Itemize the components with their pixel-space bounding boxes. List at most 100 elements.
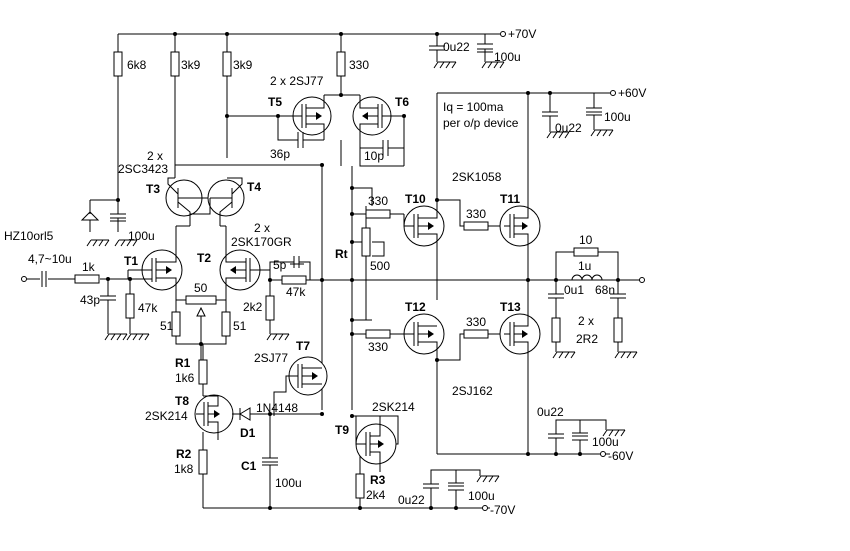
junction-dots xyxy=(106,32,620,510)
svg-text:43p: 43p xyxy=(80,293,100,307)
transistor-t4: T4 xyxy=(207,177,261,226)
resistor-330-top: 330 xyxy=(336,34,369,95)
cap-0u22-top: 0u22 xyxy=(429,34,470,69)
label-t5: T5 xyxy=(268,95,282,109)
resistor-r1: R1 1k6 xyxy=(175,344,208,396)
svg-text:50: 50 xyxy=(194,281,208,295)
label-2r2-count: 2 x xyxy=(578,314,594,328)
svg-text:0u22: 0u22 xyxy=(398,493,425,507)
resistor-51-a: 51 xyxy=(160,300,201,345)
label-t7-part: 2SJ77 xyxy=(254,351,288,365)
label-t3: T3 xyxy=(146,182,160,196)
svg-text:0u1: 0u1 xyxy=(564,283,584,297)
resistor-3k9-b: 3k9 xyxy=(222,34,253,158)
transistor-t7: T7 2SJ77 xyxy=(254,339,328,416)
wire-t3t4-bases xyxy=(190,198,211,215)
label-t9-part: 2SK214 xyxy=(372,400,415,414)
label-r1: R1 xyxy=(175,356,191,370)
svg-text:330: 330 xyxy=(368,194,388,208)
rail-neg60: -60V xyxy=(600,449,633,463)
rail-label-neg60: -60V xyxy=(608,449,633,463)
resistor-330-t12: 330 xyxy=(352,329,404,354)
output-terminal[interactable] xyxy=(639,277,645,283)
input-terminal[interactable] xyxy=(21,276,27,282)
label-t11: T11 xyxy=(500,192,520,206)
label-t12: T12 xyxy=(405,300,426,314)
cap-0u22-neg60: 0u22 xyxy=(537,405,626,454)
label-d1: D1 xyxy=(240,426,256,440)
cap-10p: 10p xyxy=(359,140,404,163)
transistor-t8: T8 2SK214 xyxy=(145,394,234,440)
resistor-330-t10: 330 xyxy=(352,194,404,219)
cap-68n: 68n xyxy=(595,280,626,312)
transistor-t12: T12 xyxy=(403,300,445,454)
rail-label-pos60: +60V xyxy=(618,86,646,100)
label-rt: Rt xyxy=(335,247,348,261)
transistor-t3: T3 xyxy=(146,177,210,226)
svg-text:4,7~10u: 4,7~10u xyxy=(28,252,72,266)
cap-100u-neg60: 100u xyxy=(572,420,619,454)
svg-text:47k: 47k xyxy=(286,285,306,299)
svg-text:100u: 100u xyxy=(604,110,631,124)
label-t1t2-part: 2SK170GR xyxy=(231,235,292,249)
label-r2: R2 xyxy=(176,447,192,461)
rail-label-neg70: -70V xyxy=(490,503,515,517)
resistor-47k-input: 47k xyxy=(125,279,158,341)
resistor-6k8: 6k8 xyxy=(113,34,147,200)
zener-diode: HZ10orl5 xyxy=(4,200,110,247)
note-iq-detail: per o/p device xyxy=(443,116,519,130)
svg-text:10p: 10p xyxy=(364,149,384,163)
svg-text:2k2: 2k2 xyxy=(243,300,263,314)
resistor-3k9-a: 3k9 xyxy=(170,34,201,178)
transistor-t9: T9 2SK214 xyxy=(335,400,415,472)
transistor-t2: T2 xyxy=(197,226,271,300)
svg-text:1k8: 1k8 xyxy=(174,462,194,476)
rail-pos60: +60V xyxy=(610,86,646,100)
resistor-330-t13: 330 xyxy=(437,315,504,361)
transistor-t6: T6 xyxy=(352,95,409,166)
svg-text:100u: 100u xyxy=(275,476,302,490)
rail-neg70: -70V xyxy=(482,503,515,517)
label-2r2-part: 2R2 xyxy=(576,332,598,346)
label-t1: T1 xyxy=(124,254,138,268)
svg-text:1k6: 1k6 xyxy=(175,371,195,385)
note-iq: Iq = 100ma xyxy=(443,100,504,114)
resistor-2r2-b xyxy=(613,312,638,359)
trimmer-50[interactable]: 50 xyxy=(176,281,226,360)
svg-text:0u22: 0u22 xyxy=(443,40,470,54)
cap-c1: C1 100u xyxy=(241,414,302,508)
svg-text:500: 500 xyxy=(370,259,390,273)
svg-text:100u: 100u xyxy=(592,435,619,449)
cap-100u-zener: 100u xyxy=(90,199,155,247)
trimmer-rt[interactable]: Rt 500 xyxy=(335,187,390,321)
label-t1t2-count: 2 x xyxy=(254,221,270,235)
label-t8-part: 2SK214 xyxy=(145,409,188,423)
svg-text:330: 330 xyxy=(368,340,388,354)
label-t10: T10 xyxy=(405,192,426,206)
resistor-2r2-a xyxy=(551,312,576,359)
resistor-330-t11: 330 xyxy=(437,199,504,231)
cap-0u1: 0u1 xyxy=(548,280,584,312)
svg-text:100u: 100u xyxy=(494,50,521,64)
inductor-1u: 1u xyxy=(571,259,603,281)
resistor-10-output: 10 xyxy=(555,233,619,280)
svg-text:330: 330 xyxy=(466,207,486,221)
svg-text:1u: 1u xyxy=(578,259,591,273)
svg-text:330: 330 xyxy=(466,315,486,329)
rail-label-pos70: +70V xyxy=(508,27,536,41)
cap-43p: 43p xyxy=(80,279,128,341)
transistor-t13: T13 xyxy=(499,280,541,454)
cap-100u-pos60: 100u xyxy=(586,93,631,137)
svg-text:HZ10orl5: HZ10orl5 xyxy=(4,229,54,243)
transistor-t1: T1 xyxy=(124,226,183,300)
svg-text:100u: 100u xyxy=(468,489,495,503)
label-t6: T6 xyxy=(395,95,409,109)
label-t4: T4 xyxy=(247,180,261,194)
label-t13: T13 xyxy=(500,300,521,314)
diode-d1: D1 1N4148 xyxy=(232,401,322,440)
cap-0u22-pos60: 0u22 xyxy=(542,93,582,139)
cap-100u-neg70: 100u xyxy=(448,470,495,508)
svg-text:3k9: 3k9 xyxy=(233,58,253,72)
svg-text:10: 10 xyxy=(579,233,593,247)
